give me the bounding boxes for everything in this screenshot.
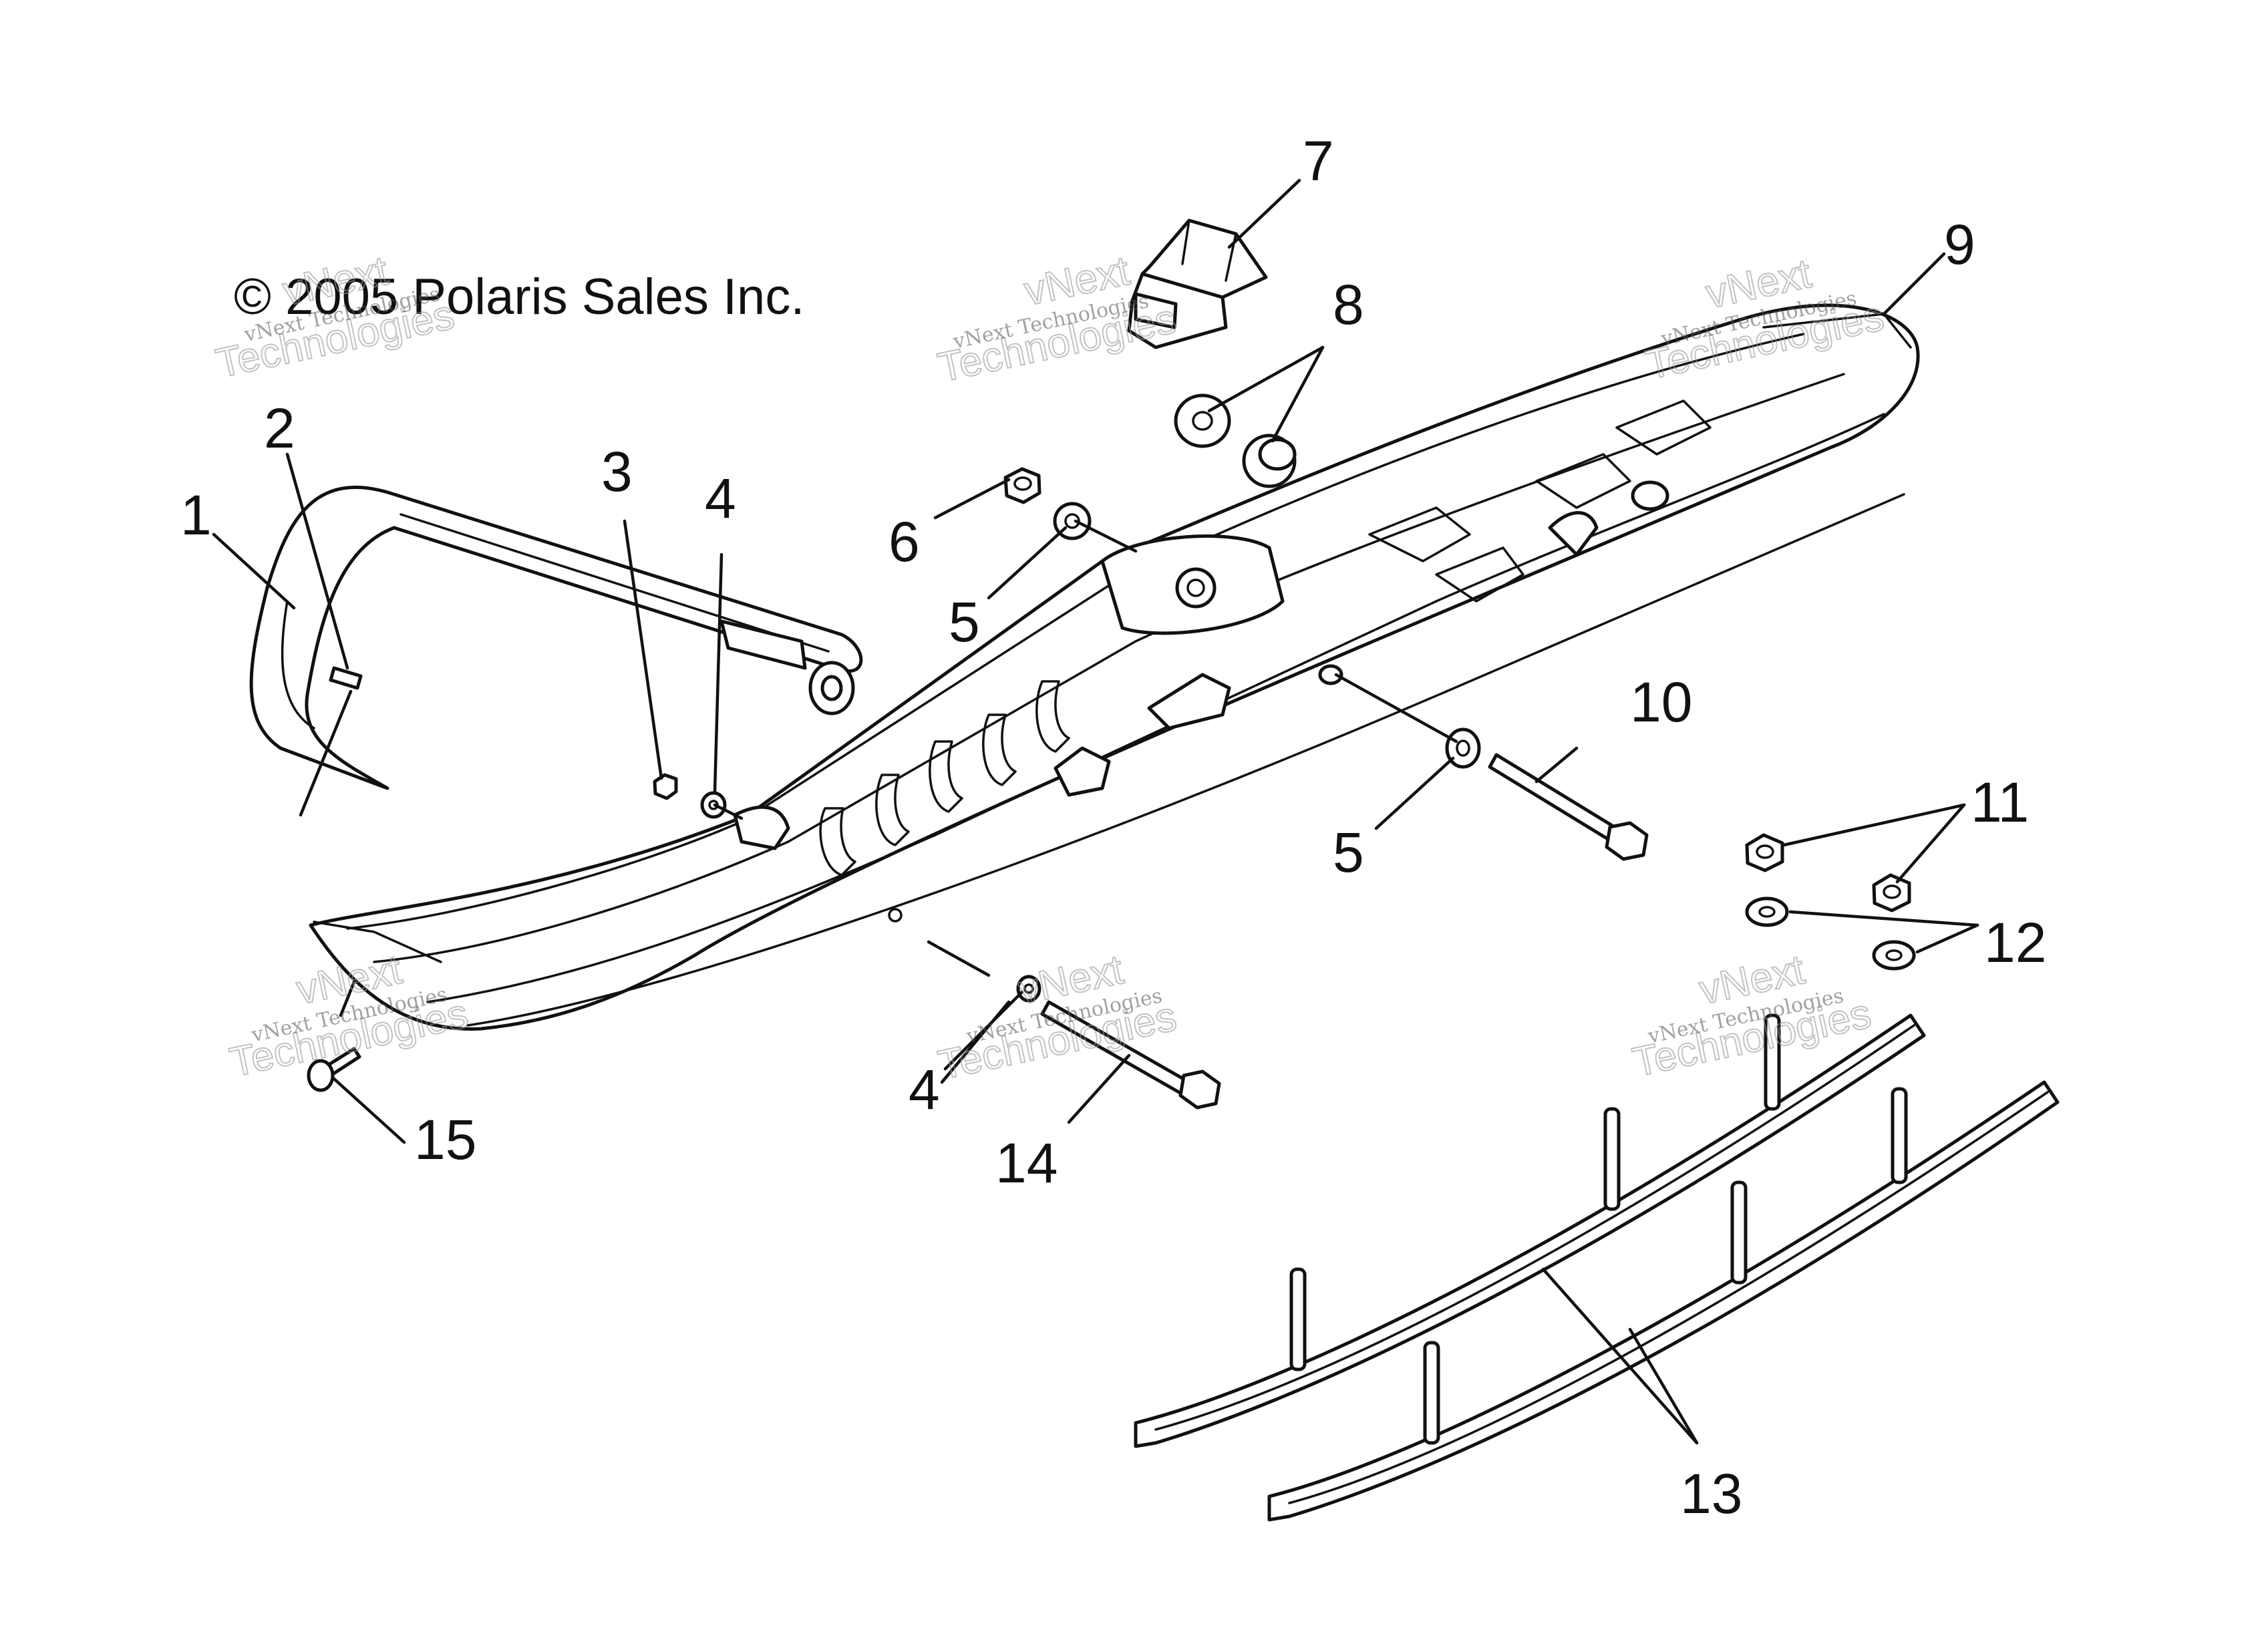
callout-10: 10 <box>1630 671 1692 733</box>
callout-3: 3 <box>601 440 633 503</box>
ski-loop-handle <box>249 486 863 790</box>
nuts-part-11 <box>1745 833 1911 913</box>
watermark-top-center: vNext Technologies vNext Technologies <box>933 247 1180 392</box>
callout-14: 14 <box>995 1132 1058 1194</box>
callout-2: 2 <box>264 397 295 460</box>
bolt-part-14 <box>1040 1000 1221 1110</box>
leader-lines <box>212 178 1979 1445</box>
washers-part-12 <box>1745 896 1916 971</box>
nut-part-3 <box>653 773 678 800</box>
callout-11: 11 <box>1971 771 2029 834</box>
callout-4-upper: 4 <box>705 467 736 530</box>
callout-5-upper: 5 <box>949 591 980 653</box>
washer-part-4-lower <box>1016 975 1041 1003</box>
callout-8: 8 <box>1333 273 1364 336</box>
callout-9: 9 <box>1944 213 1975 276</box>
copyright-text: © 2005 Polaris Sales Inc. <box>234 269 804 325</box>
ski-body <box>309 303 1920 1031</box>
carbide-runners-part-13 <box>1134 1013 2060 1522</box>
callout-7: 7 <box>1303 130 1334 192</box>
callout-4-lower: 4 <box>909 1058 940 1121</box>
clip-part-2 <box>329 666 363 690</box>
callout-1: 1 <box>180 484 212 546</box>
bolt-part-10 <box>1488 753 1649 861</box>
washers-part-8 <box>1174 393 1297 488</box>
callout-12: 12 <box>1984 911 2046 974</box>
callout-13: 13 <box>1680 1462 1742 1525</box>
callout-15: 15 <box>414 1108 476 1171</box>
callout-labels: 1 2 3 4 4 5 5 6 7 8 9 10 11 12 13 14 15 <box>180 130 2046 1525</box>
nut-part-6 <box>1003 467 1041 504</box>
callout-5-lower: 5 <box>1333 821 1364 884</box>
callout-6: 6 <box>889 510 920 573</box>
pin-part-15 <box>307 1047 361 1092</box>
washer-part-5-lower <box>1445 727 1481 769</box>
